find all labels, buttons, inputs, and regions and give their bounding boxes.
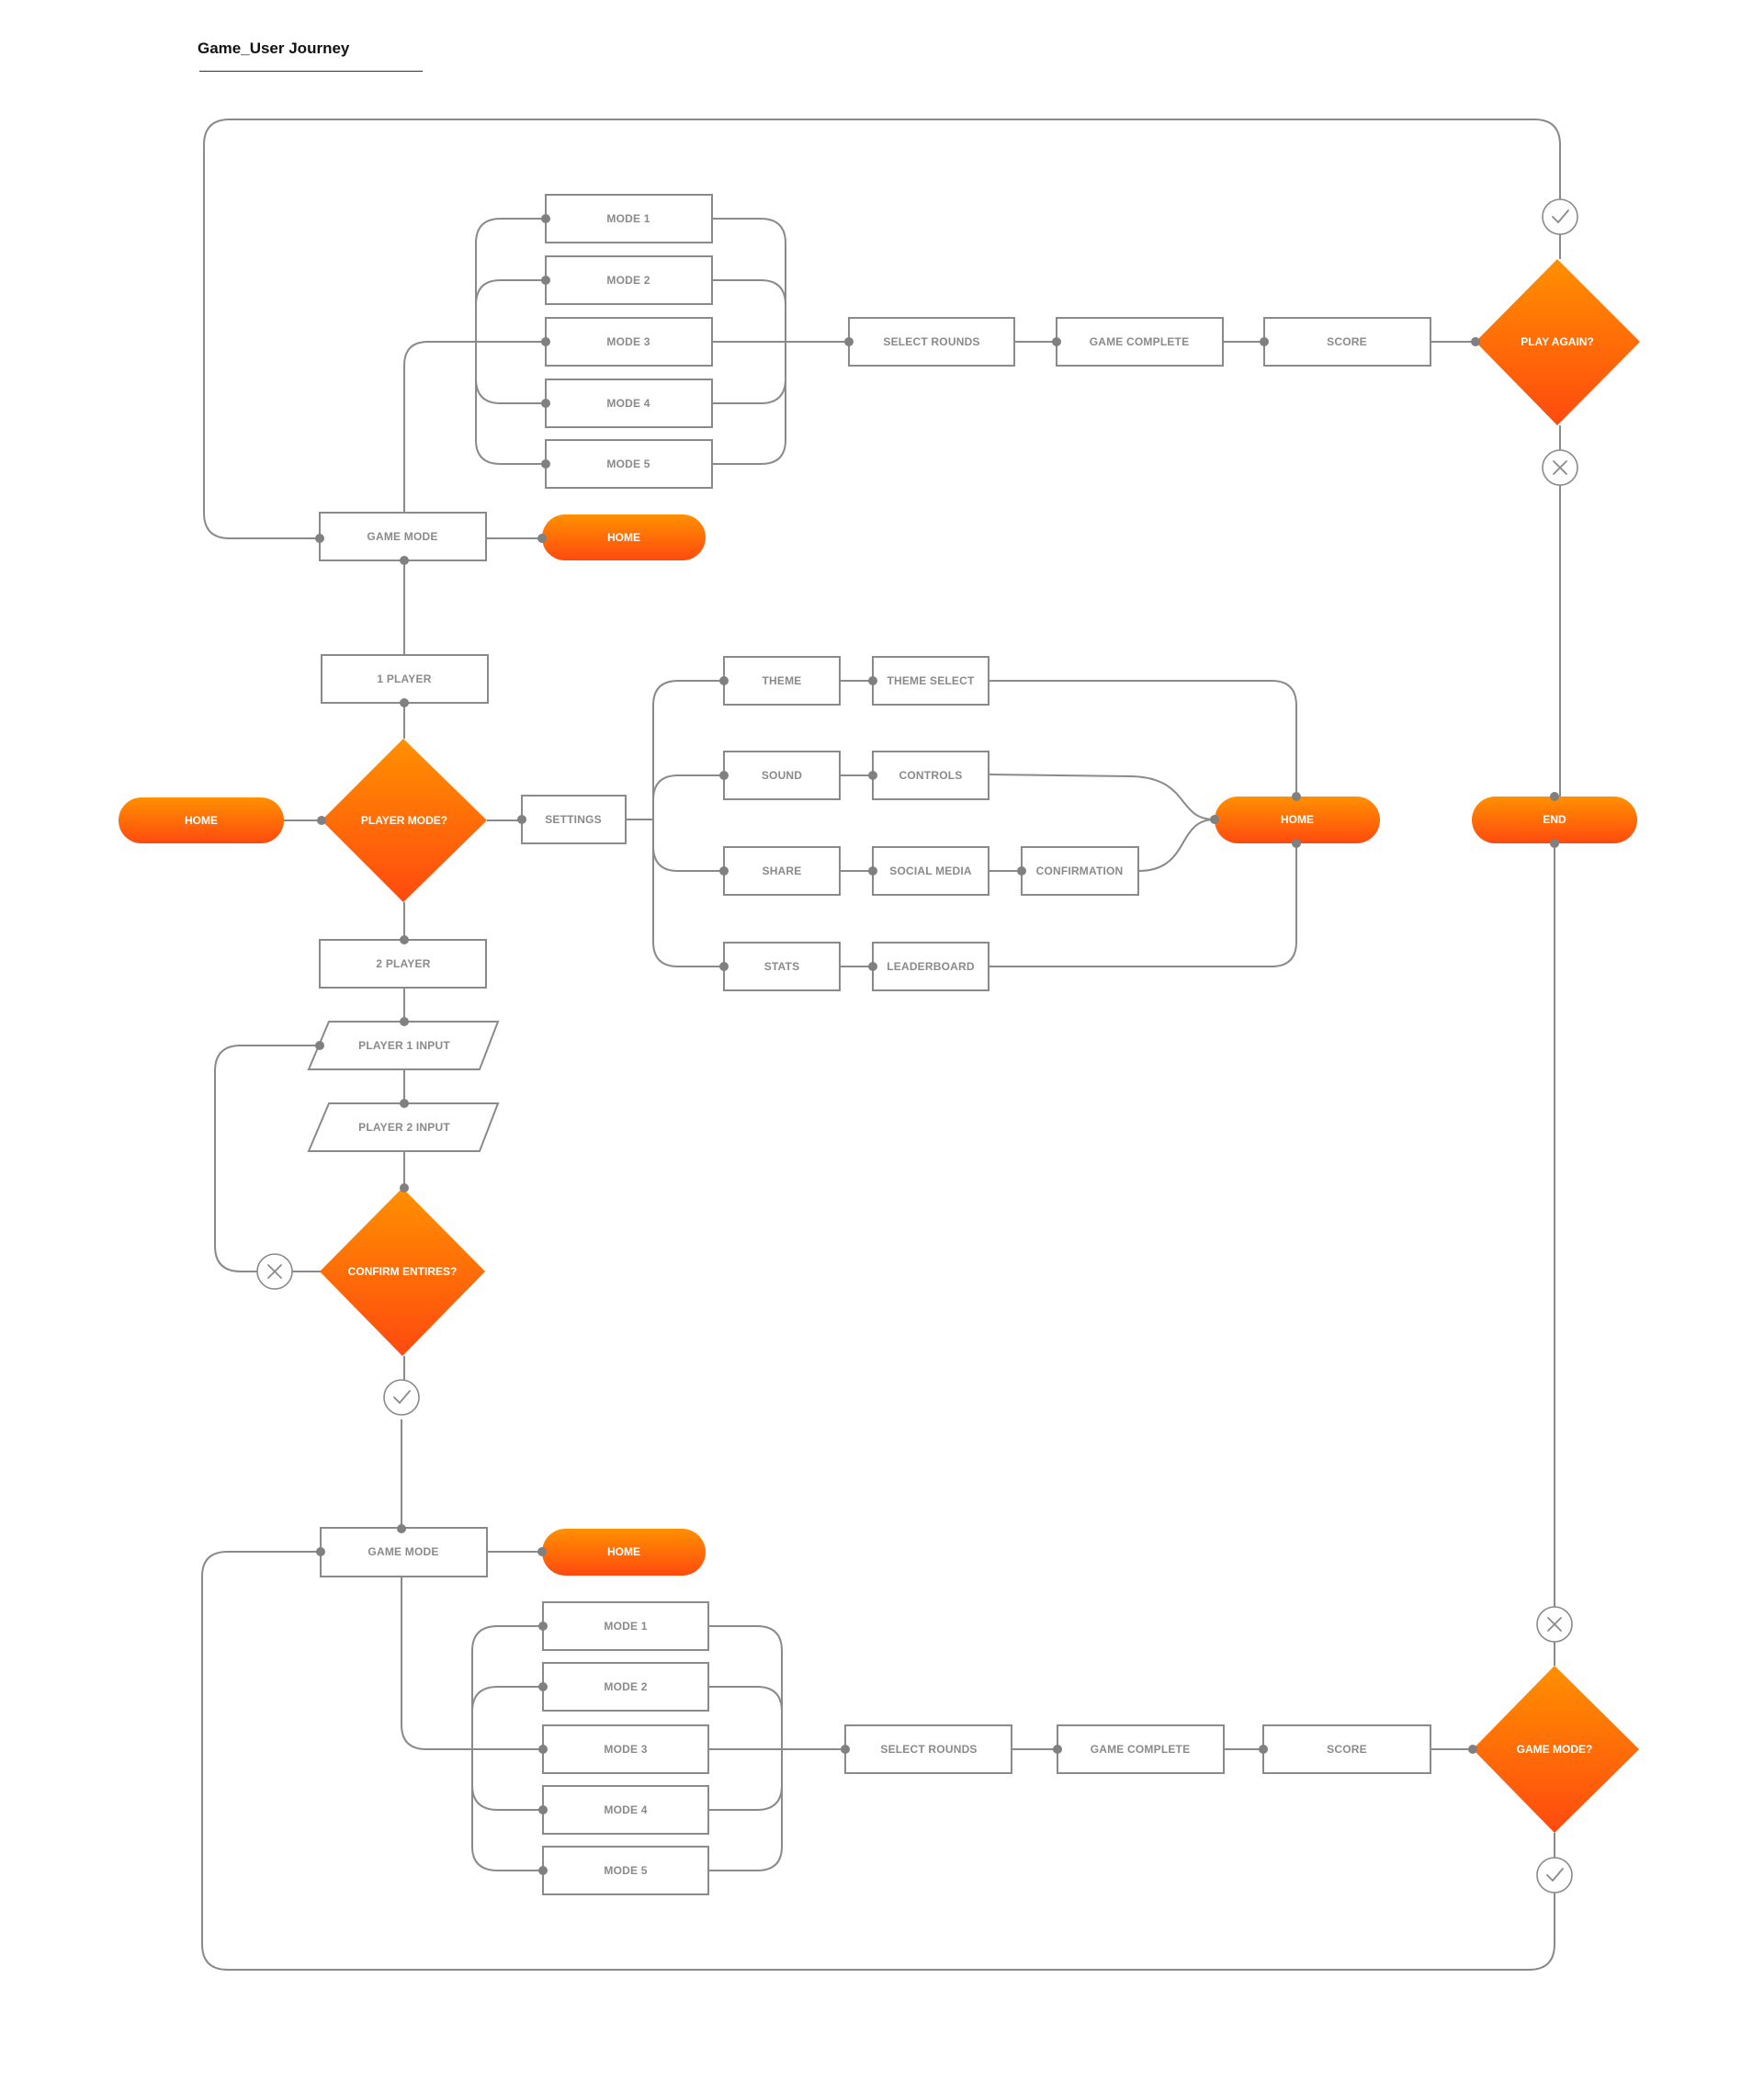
- player-2-input[interactable]: PLAYER 2 INPUT: [307, 1102, 500, 1152]
- svg-text:CONTROLS: CONTROLS: [899, 769, 963, 782]
- mode-4-top[interactable]: MODE 4: [545, 379, 713, 428]
- share-box[interactable]: SHARE: [723, 846, 841, 896]
- svg-text:SOCIAL MEDIA: SOCIAL MEDIA: [889, 865, 972, 877]
- score-bottom[interactable]: SCORE: [1262, 1724, 1431, 1774]
- mode-4-bottom[interactable]: MODE 4: [542, 1785, 709, 1835]
- mode-3-bottom[interactable]: MODE 3: [542, 1724, 709, 1774]
- select-rounds-top[interactable]: SELECT ROUNDS: [848, 317, 1015, 367]
- sound-box[interactable]: SOUND: [723, 751, 841, 800]
- game-complete-top[interactable]: GAME COMPLETE: [1056, 317, 1224, 367]
- svg-text:HOME: HOME: [607, 1545, 640, 1558]
- svg-text:MODE 4: MODE 4: [606, 397, 650, 410]
- cross-icon: [256, 1253, 293, 1290]
- svg-text:GAME MODE: GAME MODE: [367, 530, 437, 543]
- one-player-box[interactable]: 1 PLAYER: [321, 654, 489, 704]
- home-pill-bottom[interactable]: HOME: [542, 1529, 706, 1576]
- svg-text:MODE 1: MODE 1: [606, 212, 650, 225]
- svg-text:PLAYER 1 INPUT: PLAYER 1 INPUT: [358, 1039, 450, 1052]
- stats-box[interactable]: STATS: [723, 942, 841, 991]
- svg-text:STATS: STATS: [764, 960, 800, 973]
- svg-text:MODE 3: MODE 3: [606, 335, 650, 348]
- social-media-box[interactable]: SOCIAL MEDIA: [872, 846, 989, 896]
- leaderboard-box[interactable]: LEADERBOARD: [872, 942, 989, 991]
- svg-text:MODE 3: MODE 3: [604, 1743, 647, 1756]
- svg-text:GAME MODE: GAME MODE: [368, 1545, 438, 1558]
- game-complete-bottom[interactable]: GAME COMPLETE: [1057, 1724, 1225, 1774]
- mode-5-bottom[interactable]: MODE 5: [542, 1846, 709, 1895]
- svg-text:SCORE: SCORE: [1327, 1743, 1367, 1756]
- mode-2-bottom[interactable]: MODE 2: [542, 1662, 709, 1712]
- svg-text:SOUND: SOUND: [762, 769, 802, 782]
- page-title: Game_User Journey: [198, 40, 350, 57]
- connection-dots: [315, 214, 1559, 1875]
- svg-text:MODE 4: MODE 4: [604, 1803, 647, 1816]
- svg-text:1 PLAYER: 1 PLAYER: [377, 673, 431, 685]
- svg-text:LEADERBOARD: LEADERBOARD: [887, 960, 975, 973]
- svg-text:MODE 2: MODE 2: [606, 274, 650, 287]
- title-underline: [199, 71, 423, 72]
- svg-text:END: END: [1543, 813, 1566, 826]
- svg-text:HOME: HOME: [1281, 813, 1314, 826]
- cross-icon: [1536, 1606, 1573, 1643]
- home-pill-settings[interactable]: HOME: [1215, 797, 1380, 843]
- svg-text:PLAY AGAIN?: PLAY AGAIN?: [1521, 335, 1594, 348]
- svg-text:THEME: THEME: [763, 674, 802, 687]
- home-pill-left[interactable]: HOME: [119, 797, 284, 843]
- controls-box[interactable]: CONTROLS: [872, 751, 989, 800]
- svg-text:SHARE: SHARE: [762, 865, 801, 877]
- svg-text:MODE 5: MODE 5: [606, 458, 650, 470]
- score-top[interactable]: SCORE: [1263, 317, 1431, 367]
- two-player-box[interactable]: 2 PLAYER: [319, 939, 487, 989]
- end-pill[interactable]: END: [1472, 797, 1637, 843]
- connector-lines: [201, 119, 1561, 1971]
- svg-text:SCORE: SCORE: [1327, 335, 1367, 348]
- svg-text:2 PLAYER: 2 PLAYER: [376, 957, 430, 970]
- check-icon: [1542, 198, 1578, 235]
- check-icon: [383, 1379, 420, 1416]
- player-1-input[interactable]: PLAYER 1 INPUT: [307, 1021, 500, 1070]
- svg-text:SELECT ROUNDS: SELECT ROUNDS: [883, 335, 979, 348]
- play-again-decision[interactable]: PLAY AGAIN?: [1476, 259, 1640, 425]
- mode-1-top[interactable]: MODE 1: [545, 194, 713, 243]
- theme-select-box[interactable]: THEME SELECT: [872, 656, 989, 706]
- cross-icon: [1542, 449, 1578, 486]
- svg-text:PLAYER MODE?: PLAYER MODE?: [361, 814, 447, 827]
- game-mode-decision[interactable]: GAME MODE?: [1473, 1666, 1639, 1833]
- select-rounds-bottom[interactable]: SELECT ROUNDS: [844, 1724, 1012, 1774]
- mode-5-top[interactable]: MODE 5: [545, 439, 713, 489]
- game-mode-bottom[interactable]: GAME MODE: [320, 1527, 488, 1577]
- svg-text:MODE 2: MODE 2: [604, 1680, 647, 1693]
- svg-text:SETTINGS: SETTINGS: [545, 813, 602, 826]
- player-mode-decision[interactable]: PLAYER MODE?: [322, 739, 487, 902]
- settings-box[interactable]: SETTINGS: [521, 795, 627, 844]
- svg-text:CONFIRMATION: CONFIRMATION: [1036, 865, 1124, 877]
- svg-text:GAME COMPLETE: GAME COMPLETE: [1091, 1743, 1191, 1756]
- svg-text:HOME: HOME: [185, 814, 218, 827]
- svg-text:MODE 1: MODE 1: [604, 1620, 647, 1633]
- svg-text:THEME SELECT: THEME SELECT: [887, 674, 975, 687]
- svg-text:SELECT ROUNDS: SELECT ROUNDS: [880, 1743, 977, 1756]
- theme-box[interactable]: THEME: [723, 656, 841, 706]
- mode-2-top[interactable]: MODE 2: [545, 255, 713, 305]
- confirm-entries-decision[interactable]: CONFIRM ENTIRES?: [320, 1188, 485, 1356]
- svg-text:HOME: HOME: [607, 531, 640, 544]
- mode-3-top[interactable]: MODE 3: [545, 317, 713, 367]
- confirmation-box[interactable]: CONFIRMATION: [1021, 846, 1139, 896]
- check-icon: [1536, 1857, 1573, 1893]
- home-pill-top[interactable]: HOME: [542, 514, 706, 560]
- svg-text:MODE 5: MODE 5: [604, 1864, 647, 1877]
- svg-text:GAME MODE?: GAME MODE?: [1517, 1743, 1593, 1756]
- mode-1-bottom[interactable]: MODE 1: [542, 1601, 709, 1651]
- svg-text:PLAYER 2 INPUT: PLAYER 2 INPUT: [358, 1121, 450, 1134]
- game-mode-top[interactable]: GAME MODE: [319, 512, 487, 561]
- svg-text:GAME COMPLETE: GAME COMPLETE: [1090, 335, 1190, 348]
- svg-text:CONFIRM ENTIRES?: CONFIRM ENTIRES?: [348, 1265, 458, 1278]
